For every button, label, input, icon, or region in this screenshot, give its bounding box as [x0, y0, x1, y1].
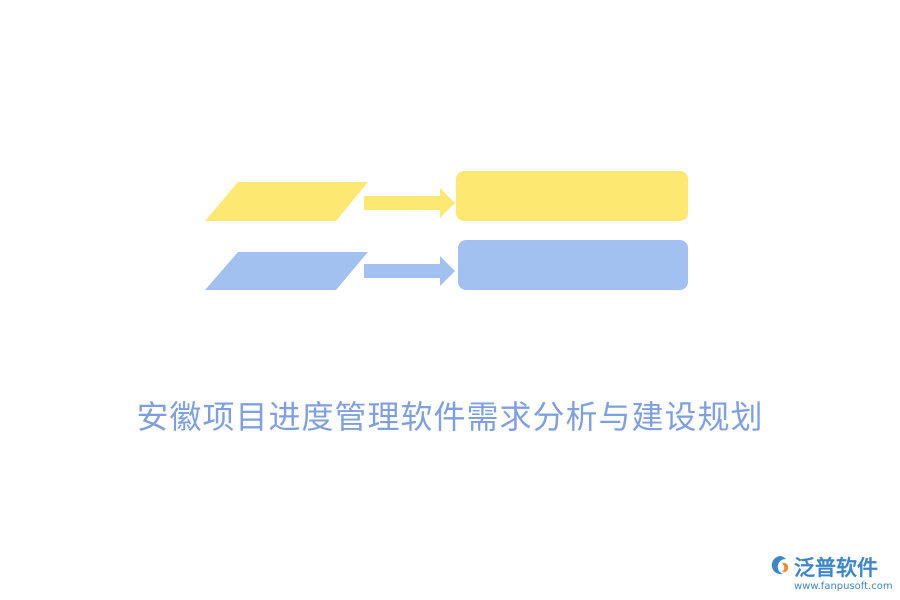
logo-mark-icon: [771, 556, 789, 575]
brand-logo: 泛普软件 www.fanpusoft.com: [764, 550, 900, 600]
logo-name: 泛普软件: [794, 556, 878, 580]
input-parallelogram-blue: [205, 252, 368, 290]
arrow-yellow: [364, 188, 455, 218]
input-parallelogram-yellow: [205, 182, 368, 221]
output-box-blue: [458, 240, 688, 290]
arrow-blue: [364, 256, 455, 286]
output-box-yellow: [456, 171, 688, 221]
page-caption: 安徽项目进度管理软件需求分析与建设规划: [136, 398, 764, 436]
logo-url: www.fanpusoft.com: [794, 581, 893, 592]
